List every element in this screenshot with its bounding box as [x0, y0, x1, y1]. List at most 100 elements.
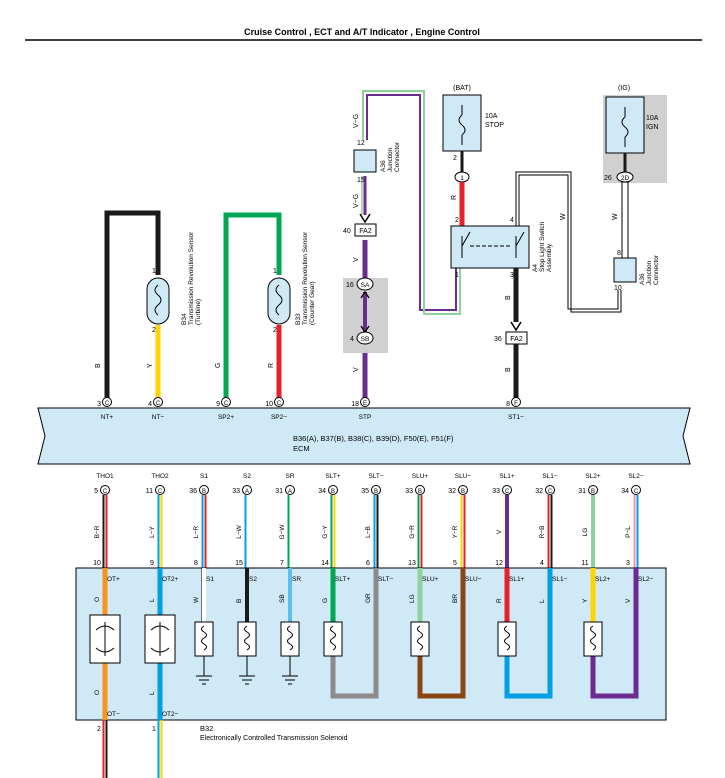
sensor-b33-body — [267, 277, 291, 325]
ecm-bottom-pin-label: S2 — [243, 473, 251, 480]
ecm-bottom-pin-conn: B — [418, 489, 422, 495]
ecm-out-wire-color: L−B — [365, 526, 372, 538]
solenoid-coil-body — [323, 621, 343, 657]
ecm-bottom-pin-label: SL1+ — [499, 473, 515, 480]
stp-wire-vg-mid: V−G — [353, 194, 360, 208]
stp-fa2-label: FA2 — [359, 228, 372, 235]
solenoid-inner-wire-color: Y — [582, 598, 589, 603]
ecm-bottom-pin-conn: A — [288, 489, 292, 495]
wire-b34-black — [104, 210, 161, 398]
solenoid-inner-wire-color: O — [94, 597, 101, 602]
ecm-top-pin-num: 4 — [148, 401, 152, 408]
ecm-top-pin-conn: C — [277, 401, 282, 407]
solenoid-top-pin: 15 — [235, 560, 243, 567]
ecm-bottom-pin-label: SL2+ — [585, 473, 601, 480]
ground-icon — [282, 656, 298, 685]
solenoid-pin-label: S1 — [206, 576, 214, 583]
ecm-out-wire-color: G−Y — [322, 525, 329, 539]
ecm-bottom-pin-num: 31 — [578, 488, 586, 495]
ecm-bottom-pin-num: 32 — [448, 488, 456, 495]
solenoid-top-pin: 9 — [150, 560, 154, 567]
solenoid-pin-label: SL1− — [552, 576, 568, 583]
switch-pin3: 3 — [510, 272, 514, 279]
ecm-bottom-pin-num: 33 — [232, 488, 240, 495]
ecm-top-pin-num: 3 — [97, 401, 101, 408]
a36-junction-box-ig — [613, 257, 637, 283]
solenoid-top-pin: 10 — [93, 560, 101, 567]
b33-pin2: 2 — [273, 327, 277, 334]
ecm-out-wire-color: G−W — [279, 524, 286, 540]
fuse-ign-amp: 10A — [646, 115, 659, 122]
solenoid-inner-wire-color: L — [539, 599, 546, 603]
wire-vg-stripe — [362, 90, 461, 315]
solenoid-coil-icon — [201, 625, 207, 651]
solenoid-coil-icon — [287, 625, 293, 651]
b34-pin1: 1 — [152, 268, 156, 275]
ecm-bottom-pin-label: SL2− — [628, 473, 644, 480]
ecm-top-pin-conn: C — [224, 401, 229, 407]
ecm-bottom-pin-label: SLU+ — [412, 473, 429, 480]
solenoid-pair-wire-minus — [590, 568, 639, 699]
b34-pin2: 2 — [152, 327, 156, 334]
solenoid-bottom-label: OT− — [107, 711, 120, 718]
solenoid-pin-label: SLU− — [465, 576, 482, 583]
solenoid-coil-icon — [504, 625, 510, 651]
page-title: Cruise Control , ECT and A/T Indicator ,… — [244, 27, 480, 37]
ecm-top-pin-label: SP2+ — [218, 414, 234, 421]
st1-fa2-label: FA2 — [510, 336, 523, 343]
ecm-out-wire-color: V — [496, 529, 503, 534]
solenoid-bottom-pin: 1 — [152, 726, 156, 733]
b34-wire-bottom-color: Y — [147, 363, 154, 368]
ground-icon — [239, 656, 255, 685]
ig-pin10: 10 — [614, 285, 622, 292]
sensor-b33-coil-icon — [275, 284, 283, 316]
b34-code: B34 — [181, 313, 188, 325]
ecm-top-pin-label: ST1− — [508, 414, 524, 421]
wire-ig-white — [621, 182, 629, 258]
solenoid-pin-label: SL2+ — [595, 576, 611, 583]
ecm-bottom-pin-num: 35 — [361, 488, 369, 495]
ecm-bottom-pin-conn: C — [634, 489, 639, 495]
st1-connector-arrow-icon — [510, 321, 522, 332]
stp-wire-v2: V — [353, 367, 360, 372]
solenoid-top-pin: 8 — [194, 560, 198, 567]
wire-w-outline-inner — [518, 174, 619, 310]
ecm-top-pin-num: 9 — [216, 401, 220, 408]
ig-pin8: 8 — [617, 250, 621, 257]
ecm-bottom-pin-circle — [415, 485, 425, 495]
wire-b33-green — [223, 212, 282, 398]
fuse-ign-icon — [621, 107, 629, 147]
solenoid-coil-icon — [330, 625, 336, 651]
ecm-bottom-pin-conn: C — [103, 489, 108, 495]
conn-sa — [356, 277, 374, 291]
solenoid-inner-wire-color: W — [193, 596, 200, 603]
solenoid-top-pin: 12 — [495, 560, 503, 567]
solenoid-pair-wire-minus — [417, 568, 466, 699]
ig-wire-w: W — [612, 213, 619, 220]
ecm-bottom-pin-circle — [502, 485, 512, 495]
ecm-top-pin-conn: F — [514, 401, 518, 407]
ecm-top-pin-circle — [153, 397, 163, 407]
wire-w-outline — [515, 171, 622, 313]
solenoid-pin-label: SLU+ — [422, 576, 439, 583]
ecm-top-pin-conn: C — [156, 401, 161, 407]
solenoid-inner-wire-color: SB — [279, 594, 286, 603]
ecm-out-wire-color: B−R — [94, 525, 101, 538]
ig-a36-name: Junction — [646, 260, 653, 285]
ecm-top-pin-circle — [360, 397, 370, 407]
sensor-b34-body — [146, 277, 170, 325]
solenoid-inner-wire-color: LG — [409, 594, 416, 603]
solenoid-top-pin: 7 — [280, 560, 284, 567]
solenoid-coil-body — [194, 621, 214, 657]
solenoid-top-pin: 5 — [453, 560, 457, 567]
fuse-stop-pin2: 2 — [453, 155, 457, 162]
ecm-bottom-pin-circle — [588, 485, 598, 495]
solenoid-inner-wire-color: G — [322, 598, 329, 603]
solenoid-coil-icon — [590, 625, 596, 651]
stp-wire-v: V — [353, 257, 360, 262]
ecm-out-wire-color: P−L — [625, 526, 632, 538]
solenoid-inner-wire-color: V — [625, 598, 632, 603]
solenoid-pin-label: SL2− — [638, 576, 654, 583]
